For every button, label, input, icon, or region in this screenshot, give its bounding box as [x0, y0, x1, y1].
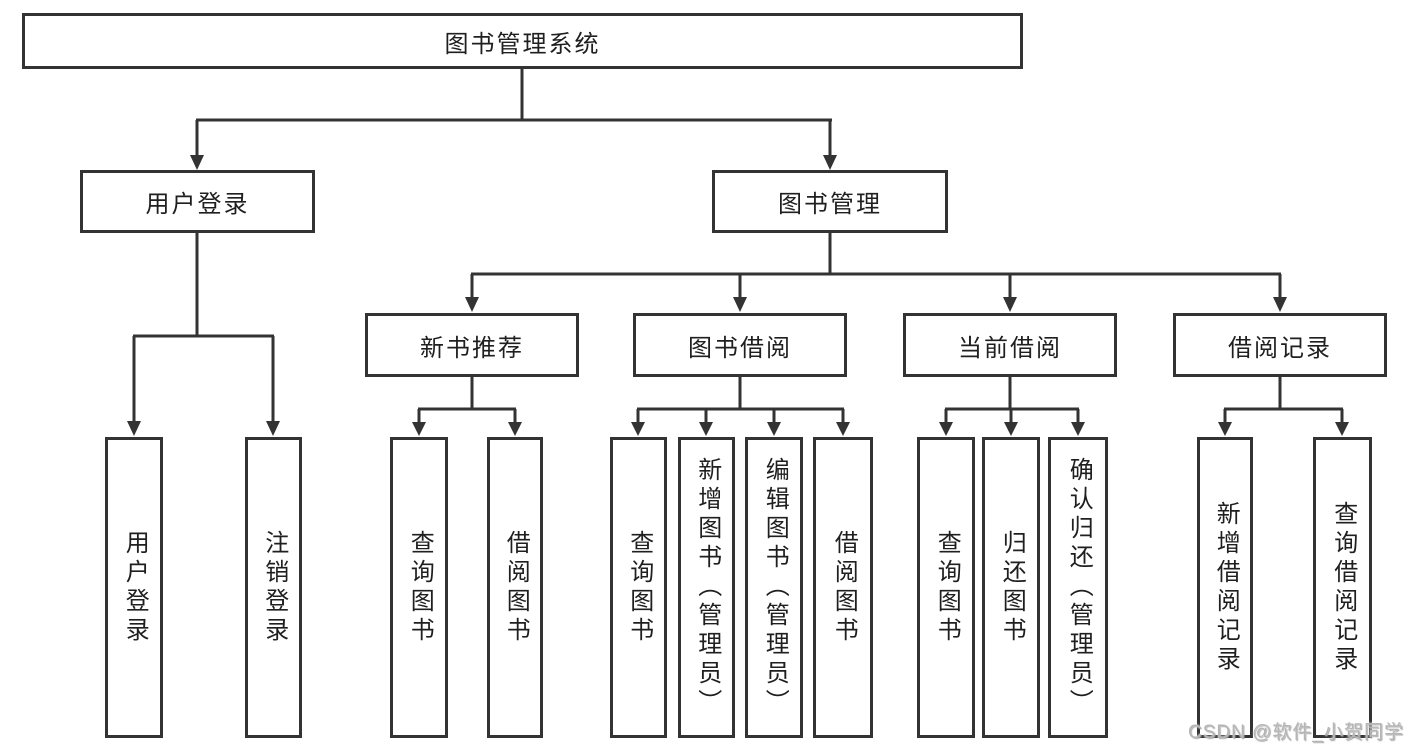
leaf-add-borrow-record: 新增借阅记录: [1197, 437, 1253, 738]
node-label: 归还图书: [998, 529, 1026, 646]
node-label: 新书推荐: [420, 334, 524, 362]
leaf-add-book-admin: 新增图书（管理员）: [678, 437, 735, 738]
node-current-borrowing: 当前借阅: [903, 313, 1117, 377]
node-label: 确认归还（管理员）: [1065, 457, 1093, 718]
leaf-confirm-return-admin: 确认归还（管理员）: [1048, 437, 1108, 738]
node-book-management: 图书管理: [712, 170, 948, 233]
node-label: 编辑图书（管理员）: [761, 457, 789, 718]
leaf-borrow-books: 借阅图书: [487, 437, 543, 738]
node-label: 查询借阅记录: [1329, 500, 1357, 675]
leaf-logout: 注销登录: [245, 437, 302, 738]
leaf-query-books: 查询图书: [390, 437, 448, 738]
leaf-query-books: 查询图书: [610, 437, 667, 738]
leaf-query-borrow-record: 查询借阅记录: [1313, 437, 1372, 738]
node-book-borrowing: 图书借阅: [633, 313, 847, 377]
node-label: 用户登录: [121, 529, 149, 646]
node-label: 新增借阅记录: [1212, 500, 1240, 675]
leaf-edit-book-admin: 编辑图书（管理员）: [745, 437, 803, 738]
node-label: 借阅图书: [502, 529, 530, 646]
node-borrowing-records: 借阅记录: [1173, 313, 1387, 377]
node-label: 借阅图书: [830, 529, 858, 646]
node-new-book-recommendation: 新书推荐: [365, 313, 579, 377]
node-label: 图书管理系统: [444, 30, 601, 58]
watermark: CSDN @软件_小贺同学: [1188, 722, 1404, 743]
node-label: 查询图书: [406, 529, 434, 646]
node-label: 借阅记录: [1228, 334, 1332, 362]
leaf-user-login: 用户登录: [105, 437, 163, 738]
node-label: 查询图书: [933, 529, 961, 646]
leaf-query-books: 查询图书: [917, 437, 975, 738]
node-label: 图书管理: [778, 191, 882, 218]
leaf-borrow-books: 借阅图书: [813, 437, 873, 738]
node-label: 注销登录: [260, 529, 288, 646]
node-label: 图书借阅: [688, 334, 792, 362]
node-label: 新增图书（管理员）: [693, 457, 721, 718]
node-label: 当前借阅: [958, 334, 1062, 362]
node-label: 查询图书: [625, 529, 653, 646]
node-library-management-system: 图书管理系统: [22, 13, 1023, 69]
node-user-login: 用户登录: [80, 170, 315, 233]
node-label: 用户登录: [145, 191, 250, 218]
leaf-return-books: 归还图书: [982, 437, 1040, 738]
